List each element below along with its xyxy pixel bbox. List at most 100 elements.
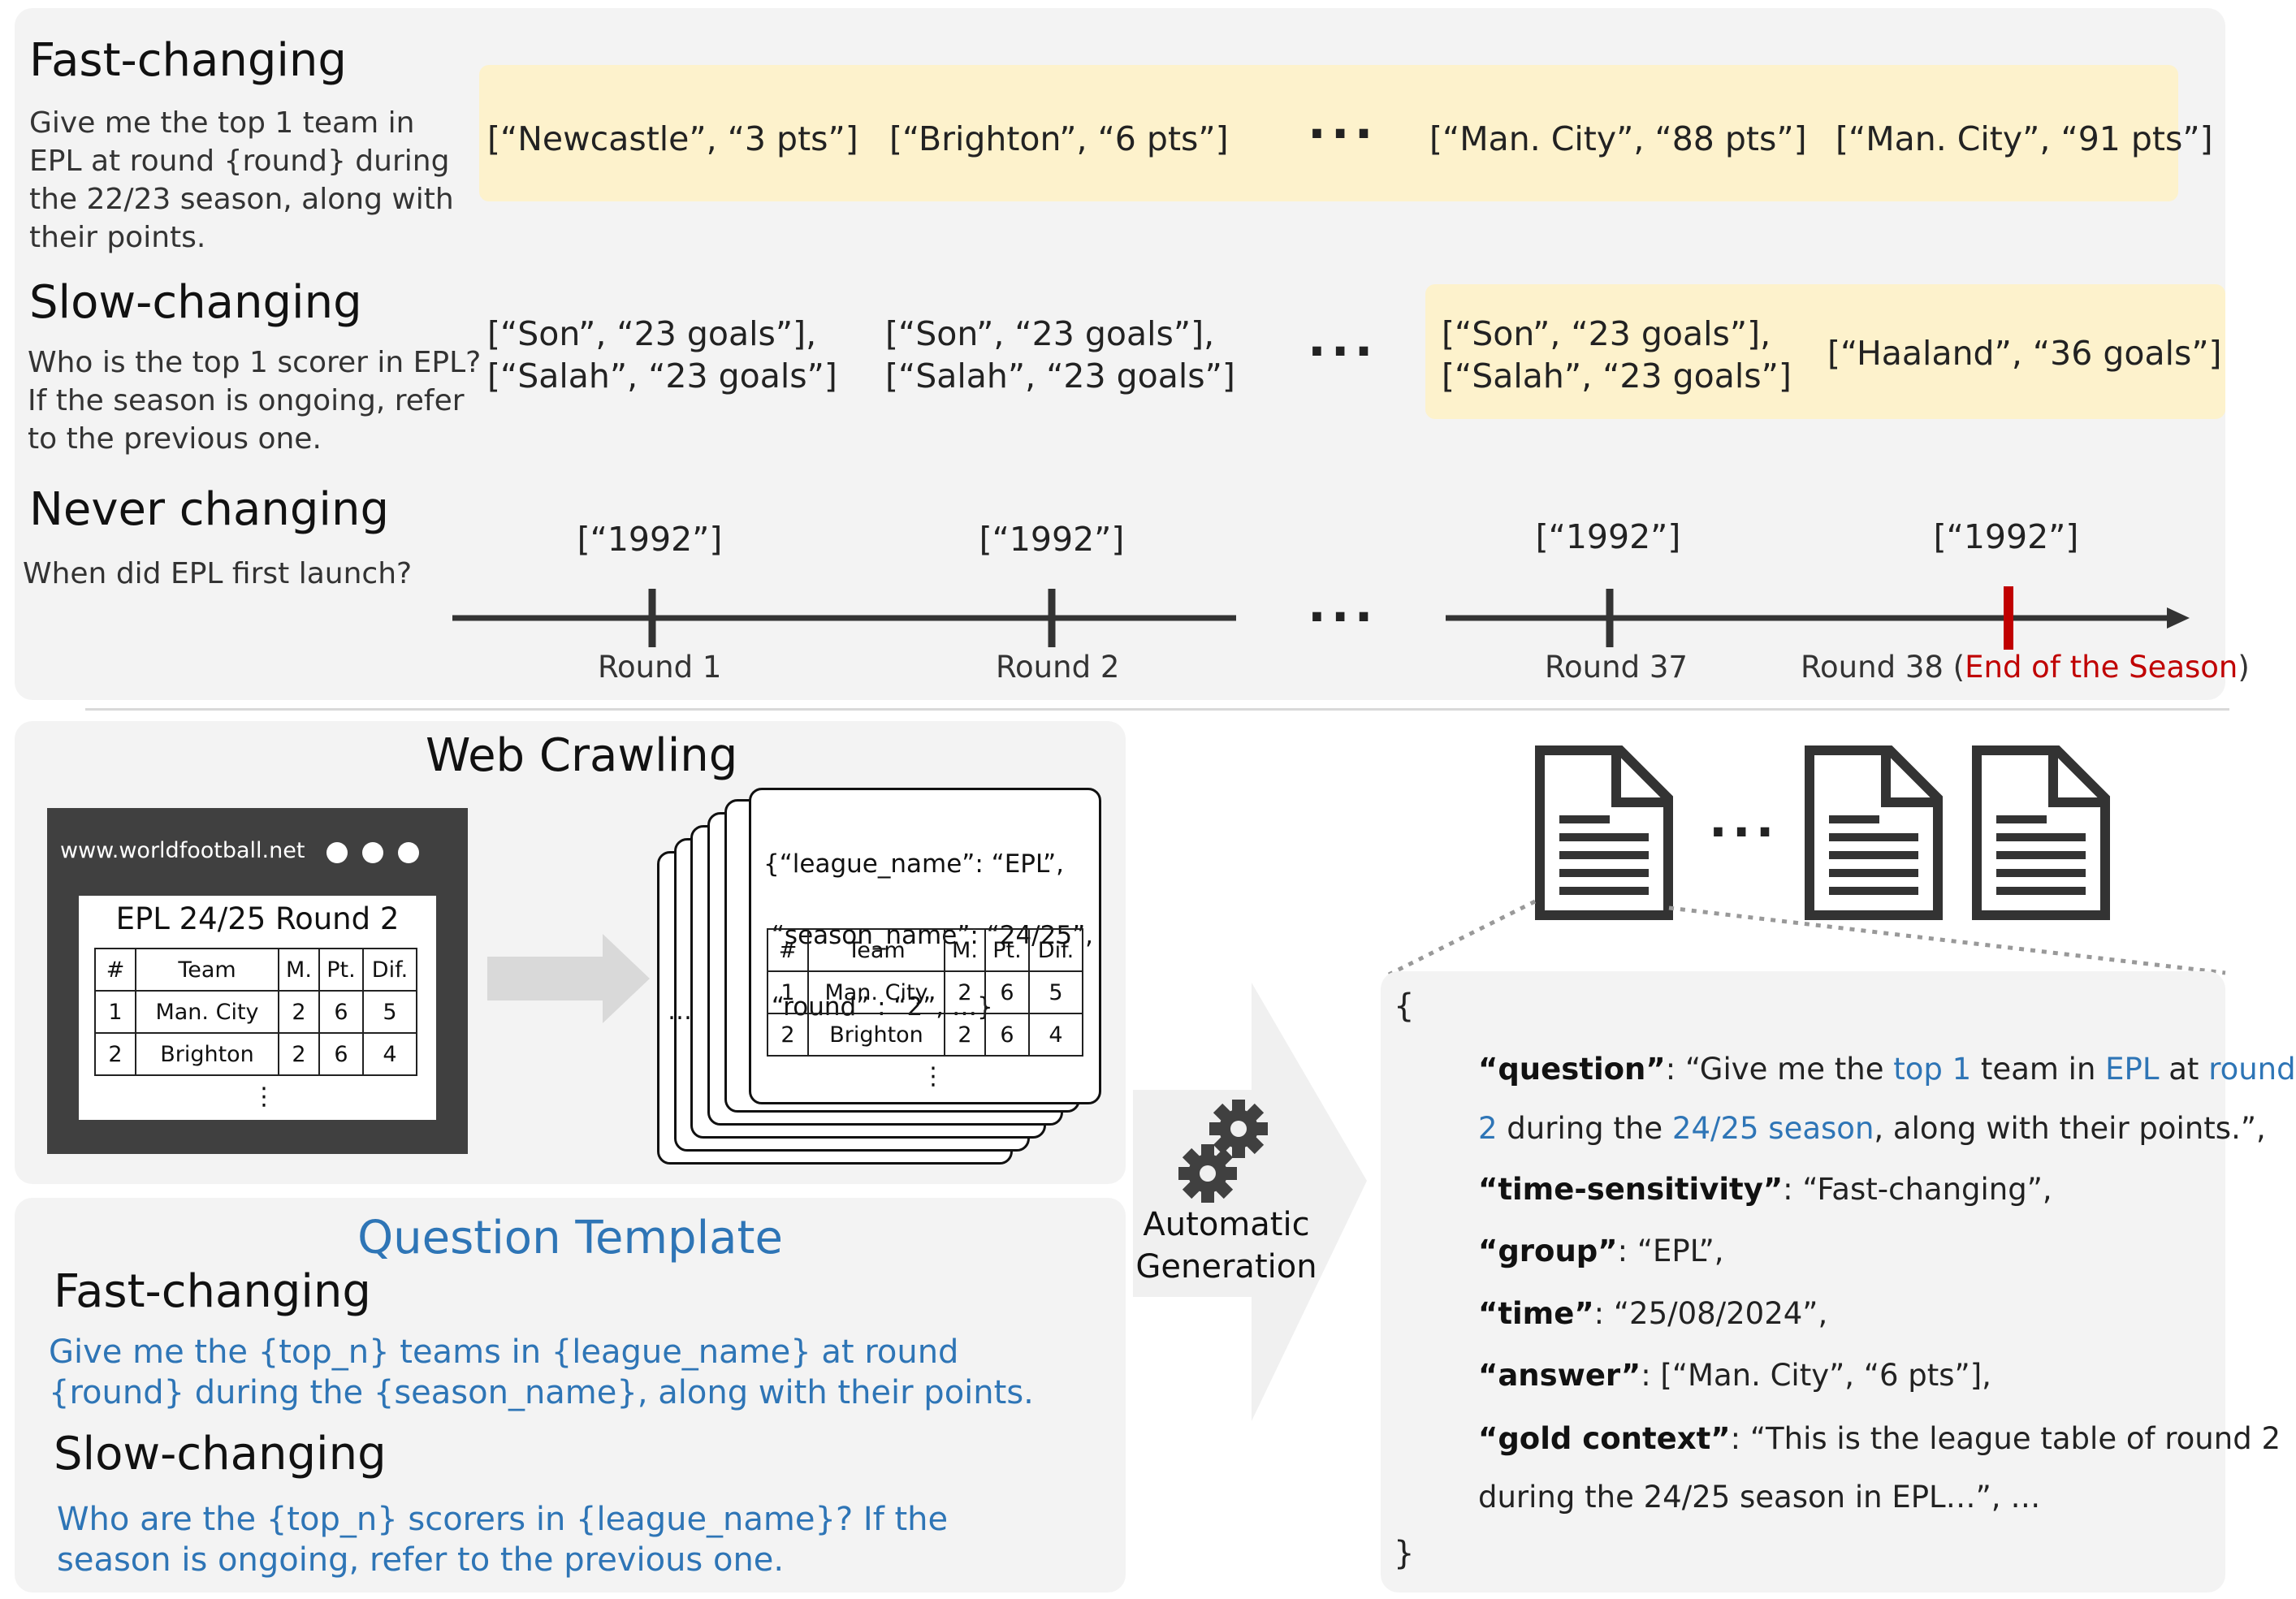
json-value: : [“Man. City”, “6 pts”],	[1641, 1358, 1991, 1393]
json-question-highlight: 24/25 season	[1671, 1111, 1874, 1146]
crawled-league-table: # Team M. Pt. Dif. 1 Man. City 2 6 5 2 B…	[767, 928, 1083, 1057]
template-slow-title: Slow-changing	[54, 1428, 387, 1480]
table-cell: 2	[944, 1013, 986, 1057]
table-cell: 2	[278, 990, 320, 1034]
json-question-line1: “question”: “Give me the top 1 team in E…	[1478, 1052, 2296, 1087]
table-cell: 2	[278, 1032, 320, 1076]
timeline-arrowhead	[2167, 607, 2190, 629]
never-answer-4: [“1992”]	[1933, 517, 2079, 556]
table-row: 1 Man. City 2 6 5	[767, 970, 1083, 1014]
slow-changing-title: Slow-changing	[29, 276, 362, 329]
fast-changing-question: Give me the top 1 team in EPL at round {…	[29, 106, 454, 254]
crawl-arrow	[487, 934, 650, 1023]
fast-answer-4: [“Man. City”, “91 pts”]	[1836, 119, 2213, 158]
table-cell: 4	[1028, 1013, 1083, 1057]
round-38-close-paren: )	[2238, 650, 2250, 685]
browser-url: www.worldfootball.net	[60, 838, 305, 863]
header-cell: Team	[135, 948, 279, 992]
browser-dot-3	[398, 842, 419, 863]
timeline	[452, 586, 2190, 650]
template-fast-title: Fast-changing	[54, 1265, 371, 1318]
generation-label-line1: Automatic	[1143, 1206, 1310, 1243]
never-answer-2: [“1992”]	[979, 520, 1125, 559]
browser-dot-1	[326, 842, 348, 863]
json-question-highlight: EPL	[2105, 1052, 2160, 1087]
json-open-brace: {	[1394, 987, 1415, 1025]
table-cell: 6	[984, 1013, 1030, 1057]
table-cell: 1	[94, 990, 136, 1034]
json-time-sensitivity: “time-sensitivity”: “Fast-changing”,	[1478, 1172, 2052, 1207]
json-answer: “answer”: [“Man. City”, “6 pts”],	[1478, 1358, 1991, 1393]
gear-small	[1178, 1144, 1237, 1203]
header-cell: Team	[807, 928, 945, 972]
json-key: “group”	[1478, 1234, 1618, 1268]
table-row: 1 Man. City 2 6 5	[94, 990, 417, 1034]
table-cell: 6	[318, 1032, 364, 1076]
template-slow-text: Who are the {top_n} scorers in {league_n…	[57, 1501, 949, 1579]
json-time: “time”: “25/08/2024”,	[1478, 1296, 1827, 1331]
generation-arrow	[1133, 983, 1367, 1421]
slow-answer-1-line1: [“Son”, “23 goals”],	[487, 314, 817, 353]
table-header-row: # Team M. Pt. Dif.	[94, 948, 417, 992]
json-key: “time-sensitivity”	[1478, 1172, 1784, 1207]
callout-lines	[1387, 899, 2226, 977]
header-cell: #	[94, 948, 136, 992]
slow-answer-2: [“Son”, “23 goals”], [“Salah”, “23 goals…	[885, 313, 1235, 397]
header-cell: #	[767, 928, 809, 972]
slow-answer-3-line1: [“Son”, “23 goals”],	[1442, 314, 1771, 353]
table-cell: 6	[318, 990, 364, 1034]
json-group: “group”: “EPL”,	[1478, 1234, 1724, 1268]
round-37-label: Round 37	[1545, 650, 1688, 685]
round-2-label: Round 2	[996, 650, 1120, 685]
table-cell: 2	[944, 970, 986, 1014]
header-cell: Dif.	[362, 948, 417, 992]
header-cell: Dif.	[1028, 928, 1083, 972]
round-38-label: Round 38 (End of the Season)	[1801, 650, 2250, 685]
json-value: : “Fast-changing”,	[1783, 1172, 2052, 1207]
slow-answer-4: [“Haaland”, “36 goals”]	[1827, 332, 2222, 374]
table-cell: Man. City	[135, 990, 279, 1034]
json-question-text: team in	[1971, 1052, 2106, 1087]
table-cell: 4	[362, 1032, 417, 1076]
header-cell: Pt.	[318, 948, 364, 992]
document-icon	[1535, 745, 1673, 920]
crawled-table-vdots: ⋮	[921, 1062, 945, 1091]
stack-ellipsis: …	[668, 997, 692, 1026]
json-question-text: : “Give me the	[1665, 1052, 1894, 1087]
table-cell: 2	[94, 1032, 136, 1076]
browser-dot-2	[362, 842, 383, 863]
slow-answer-1: [“Son”, “23 goals”], [“Salah”, “23 goals…	[487, 313, 837, 397]
automatic-generation-label: Automatic Generation	[1129, 1204, 1324, 1288]
document-icon	[1972, 745, 2110, 920]
table-cell: 5	[362, 990, 417, 1034]
never-changing-title: Never changing	[29, 483, 389, 536]
section-divider	[85, 708, 2229, 711]
document-icon	[1805, 745, 1943, 920]
header-cell: M.	[944, 928, 986, 972]
question-template-title: Question Template	[357, 1212, 783, 1264]
fast-answer-1: [“Newcastle”, “3 pts”]	[487, 119, 858, 158]
json-close-brace: }	[1394, 1535, 1415, 1572]
table-cell: 6	[984, 970, 1030, 1014]
json-question-text: at	[2159, 1052, 2209, 1087]
slow-answer-1-line2: [“Salah”, “23 goals”]	[487, 357, 837, 395]
round-38-text: Round 38 (	[1801, 650, 1965, 685]
generation-label-line2: Generation	[1135, 1248, 1317, 1286]
json-question-highlight: top 1	[1893, 1052, 1972, 1087]
json-question-highlight: round	[2208, 1052, 2296, 1087]
fast-answer-3: [“Man. City”, “88 pts”]	[1429, 119, 1807, 158]
json-key: “answer”	[1478, 1358, 1641, 1393]
browser-page-title: EPL 24/25 Round 2	[115, 901, 400, 936]
json-value: : “This is the league table of round 2	[1730, 1421, 2281, 1456]
json-key: “gold context”	[1478, 1421, 1731, 1456]
web-crawling-title: Web Crawling	[426, 729, 738, 782]
browser-league-table: # Team M. Pt. Dif. 1 Man. City 2 6 5 2 B…	[94, 948, 417, 1076]
slow-changing-question: Who is the top 1 scorer in EPL? If the s…	[28, 346, 482, 456]
slow-answer-2-line2: [“Salah”, “23 goals”]	[885, 357, 1235, 395]
json-question-text: , along with their points.”,	[1874, 1111, 2266, 1146]
documents-ellipsis: ···	[1709, 804, 1779, 861]
fast-answer-2: [“Brighton”, “6 pts”]	[889, 119, 1229, 158]
slow-highlight-band	[1425, 284, 2225, 419]
json-gold-context-line2: during the 24/25 season in EPL…”, …	[1478, 1480, 2041, 1515]
json-value: : “25/08/2024”,	[1593, 1296, 1828, 1331]
